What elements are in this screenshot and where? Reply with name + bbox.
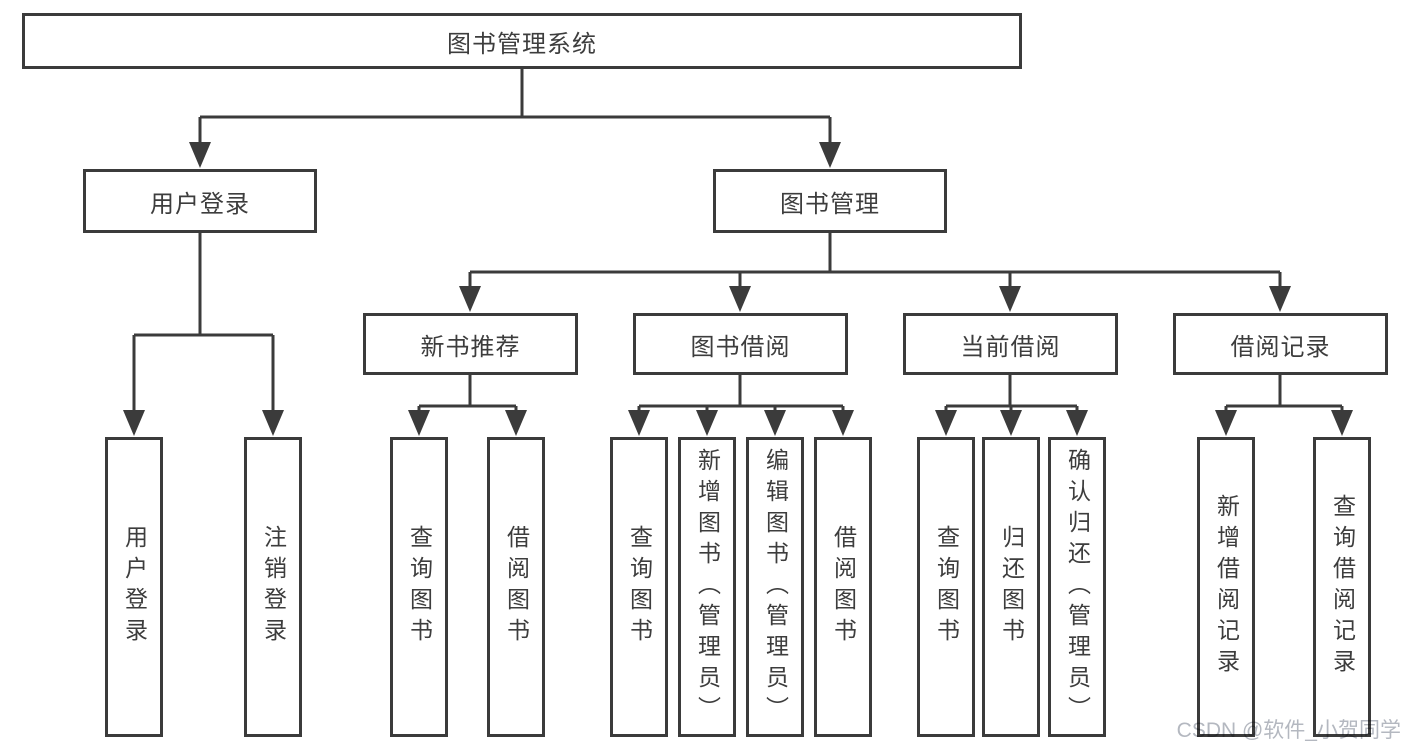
node-current-borrow-label: 当前借阅: [960, 333, 1061, 361]
arrow-down-icon: [729, 286, 751, 312]
node-leaf-edit-book-admin: 编辑图书（管理员）: [746, 437, 804, 737]
node-leaf-query-borrow-record: 查询借阅记录: [1313, 437, 1371, 737]
connector-current-borrow-to-children: [935, 375, 1088, 436]
node-leaf-add-book-admin: 新增图书（管理员）: [678, 437, 736, 737]
node-leaf-edit-book-admin-label: 编辑图书（管理员）: [762, 447, 789, 727]
arrow-down-icon: [189, 142, 211, 168]
connector-book-mgmt-to-level3: [459, 233, 1291, 312]
connector-user-login-to-children: [123, 233, 284, 436]
node-leaf-query-borrow-record-label: 查询借阅记录: [1329, 494, 1356, 680]
node-book-borrow: 图书借阅: [633, 313, 848, 375]
node-new-book-recommend-label: 新书推荐: [420, 333, 521, 361]
node-leaf-logout-label: 注销登录: [260, 525, 287, 649]
arrow-down-icon: [819, 142, 841, 168]
node-borrow-record-label: 借阅记录: [1230, 333, 1331, 361]
arrow-down-icon: [696, 410, 718, 436]
node-leaf-query-book-1: 查询图书: [390, 437, 448, 737]
node-new-book-recommend: 新书推荐: [363, 313, 578, 375]
connector-root-to-level2: [189, 69, 841, 168]
node-leaf-confirm-return-admin: 确认归还（管理员）: [1048, 437, 1106, 737]
arrow-down-icon: [935, 410, 957, 436]
node-leaf-borrow-book-1: 借阅图书: [487, 437, 545, 737]
arrow-down-icon: [459, 286, 481, 312]
arrow-down-icon: [1000, 410, 1022, 436]
arrow-down-icon: [1331, 410, 1353, 436]
arrow-down-icon: [123, 410, 145, 436]
node-book-management: 图书管理: [713, 169, 947, 233]
arrow-down-icon: [262, 410, 284, 436]
node-leaf-query-book-3: 查询图书: [917, 437, 975, 737]
node-root-label: 图书管理系统: [447, 30, 597, 58]
node-book-management-label: 图书管理: [780, 190, 880, 218]
node-leaf-logout: 注销登录: [244, 437, 302, 737]
node-book-borrow-label: 图书借阅: [690, 333, 791, 361]
node-leaf-borrow-book-1-label: 借阅图书: [503, 525, 530, 649]
connector-new-book-to-children: [408, 375, 527, 436]
node-leaf-query-book-1-label: 查询图书: [406, 525, 433, 649]
node-borrow-record: 借阅记录: [1173, 313, 1388, 375]
arrow-down-icon: [1215, 410, 1237, 436]
arrow-down-icon: [764, 410, 786, 436]
node-leaf-return-book-label: 归还图书: [998, 525, 1025, 649]
node-current-borrow: 当前借阅: [903, 313, 1118, 375]
arrow-down-icon: [408, 410, 430, 436]
node-user-login-label: 用户登录: [150, 190, 250, 218]
watermark: CSDN @软件_小贺同学: [1176, 719, 1401, 742]
node-leaf-user-login-label: 用户登录: [121, 525, 148, 649]
node-leaf-borrow-book-2: 借阅图书: [814, 437, 872, 737]
node-leaf-query-book-2-label: 查询图书: [626, 525, 653, 649]
node-leaf-confirm-return-admin-label: 确认归还（管理员）: [1064, 447, 1091, 727]
node-leaf-query-book-3-label: 查询图书: [933, 525, 960, 649]
node-leaf-add-borrow-record: 新增借阅记录: [1197, 437, 1255, 737]
node-leaf-borrow-book-2-label: 借阅图书: [830, 525, 857, 649]
node-leaf-query-book-2: 查询图书: [610, 437, 668, 737]
connector-book-borrow-to-children: [628, 375, 854, 436]
node-leaf-add-book-admin-label: 新增图书（管理员）: [694, 447, 721, 727]
connector-borrow-record-to-children: [1215, 375, 1353, 436]
arrow-down-icon: [832, 410, 854, 436]
node-root: 图书管理系统: [22, 13, 1022, 69]
node-leaf-user-login: 用户登录: [105, 437, 163, 737]
arrow-down-icon: [999, 286, 1021, 312]
arrow-down-icon: [505, 410, 527, 436]
node-user-login: 用户登录: [83, 169, 317, 233]
node-leaf-add-borrow-record-label: 新增借阅记录: [1213, 494, 1240, 680]
arrow-down-icon: [1066, 410, 1088, 436]
arrow-down-icon: [1269, 286, 1291, 312]
node-leaf-return-book: 归还图书: [982, 437, 1040, 737]
arrow-down-icon: [628, 410, 650, 436]
